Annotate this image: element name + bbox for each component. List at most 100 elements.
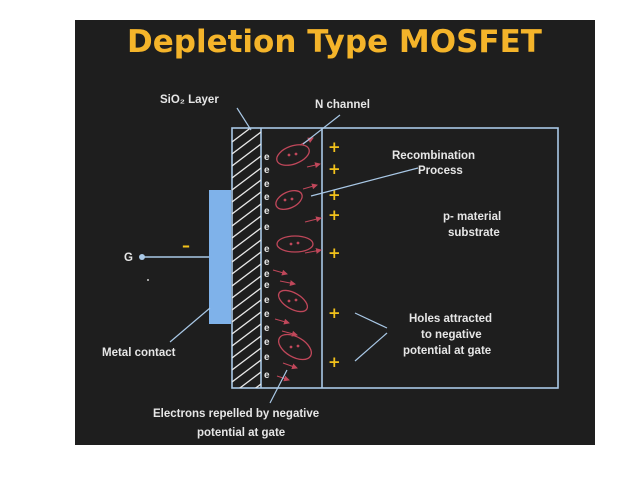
- hatch-line: [232, 359, 261, 383]
- electron-symbol: e: [264, 179, 270, 190]
- hatch-line: [232, 299, 261, 323]
- carrier-dot: [287, 153, 291, 157]
- electrons-leader: [269, 369, 288, 404]
- recombination-ellipse: [275, 189, 303, 211]
- electron-symbol: e: [264, 370, 270, 381]
- sio2-layer: [232, 128, 261, 388]
- recombination-ellipse: [276, 144, 310, 166]
- electron-symbol: e: [264, 295, 270, 306]
- recombination-sites: [272, 137, 322, 382]
- drift-arrow: [274, 318, 290, 325]
- slide-title: Depletion Type MOSFET: [127, 24, 542, 60]
- hatch-line: [232, 191, 261, 215]
- drift-arrow: [279, 280, 296, 286]
- carrier-dot: [296, 241, 300, 245]
- hatch-line: [232, 263, 261, 287]
- p-material-label-2: substrate: [448, 227, 500, 239]
- hatch-line: [232, 143, 261, 167]
- drift-arrow: [272, 269, 288, 276]
- electron-symbol: e: [264, 244, 270, 255]
- electron-symbol: e: [264, 280, 270, 291]
- carrier-dot: [289, 242, 293, 246]
- metal-contact-label: Metal contact: [102, 347, 176, 359]
- electron-symbol: e: [264, 269, 270, 280]
- stray-dot: [147, 279, 149, 281]
- holes-label-1: Holes attracted: [409, 313, 492, 325]
- drift-arrow: [281, 330, 298, 337]
- electron-symbol: e: [264, 152, 270, 163]
- holes-label-3: potential at gate: [403, 345, 491, 357]
- recombination-ellipse: [277, 289, 309, 313]
- n-channel-label: N channel: [315, 99, 370, 111]
- electron-symbol: e: [264, 352, 270, 363]
- hatch-line: [232, 311, 261, 335]
- substrate-box: [231, 127, 559, 389]
- hatch-line: [232, 347, 261, 371]
- holes-leader-upper: [354, 312, 388, 329]
- drift-arrow: [306, 162, 321, 169]
- hatch-line: [232, 203, 261, 227]
- carrier-dot: [283, 198, 287, 202]
- hatch-line: [232, 128, 252, 143]
- hatch-line: [232, 179, 261, 203]
- drift-arrow: [302, 183, 318, 190]
- hole-symbol: +: [328, 138, 341, 156]
- hatch-line: [232, 287, 261, 311]
- hatch-line: [232, 275, 261, 299]
- electron-symbol: e: [264, 337, 270, 348]
- electron-symbol: e: [264, 222, 270, 233]
- leader-lines: [169, 107, 419, 404]
- n-channel-leader: [302, 114, 341, 145]
- electrons-label-1: Electrons repelled by negative: [153, 408, 319, 420]
- carrier-dot: [289, 345, 293, 349]
- electron-symbol: e: [264, 257, 270, 268]
- electron-symbol: e: [264, 206, 270, 217]
- sio2-layer-label: SiO₂ Layer: [160, 94, 219, 106]
- hatch-line: [232, 155, 261, 179]
- p-material-label-1: p- material: [443, 211, 501, 223]
- electron-symbol: e: [264, 323, 270, 334]
- drift-arrow: [282, 362, 298, 370]
- hatch-line: [232, 167, 261, 191]
- electron-symbol: e: [264, 192, 270, 203]
- electron-symbol: e: [264, 165, 270, 176]
- hatch-line: [238, 371, 261, 388]
- drift-arrow: [304, 216, 322, 223]
- carrier-dot: [296, 344, 300, 348]
- hole-symbol: +: [328, 244, 341, 262]
- hatch-line: [232, 323, 261, 347]
- gate-terminal-dot: [139, 254, 145, 260]
- sio2-leader: [236, 107, 252, 131]
- hatch-line: [254, 383, 261, 388]
- carrier-dot: [294, 152, 298, 156]
- holes-label-2: to negative: [421, 329, 482, 341]
- drift-arrow: [304, 247, 322, 254]
- gate-label: G: [124, 252, 133, 264]
- carrier-dot: [294, 298, 298, 302]
- electrons-label-2: potential at gate: [197, 427, 285, 439]
- recombination-ellipse: [276, 235, 314, 253]
- hatch-line: [232, 131, 261, 155]
- carrier-dot: [287, 299, 291, 303]
- gate-polarity-sign: –: [182, 236, 190, 255]
- recombination-leader: [310, 167, 419, 197]
- metal-contact-leader: [169, 307, 211, 343]
- hole-symbol: +: [328, 304, 341, 322]
- hole-symbol: +: [328, 353, 341, 371]
- hatch-line: [232, 239, 261, 263]
- holes-leader-lower: [354, 332, 388, 362]
- hole-symbol: +: [328, 206, 341, 224]
- hatch-line: [232, 335, 261, 359]
- electron-symbol: e: [264, 309, 270, 320]
- carrier-dot: [290, 197, 294, 201]
- metal-contact: [209, 190, 231, 324]
- hatch-line: [232, 251, 261, 275]
- recombination-label-1: Recombination: [392, 150, 475, 162]
- hole-symbols: +++++++: [328, 138, 341, 371]
- recombination-ellipse: [277, 333, 313, 361]
- hole-symbol: +: [328, 160, 341, 178]
- recombination-label-2: Process: [418, 165, 463, 177]
